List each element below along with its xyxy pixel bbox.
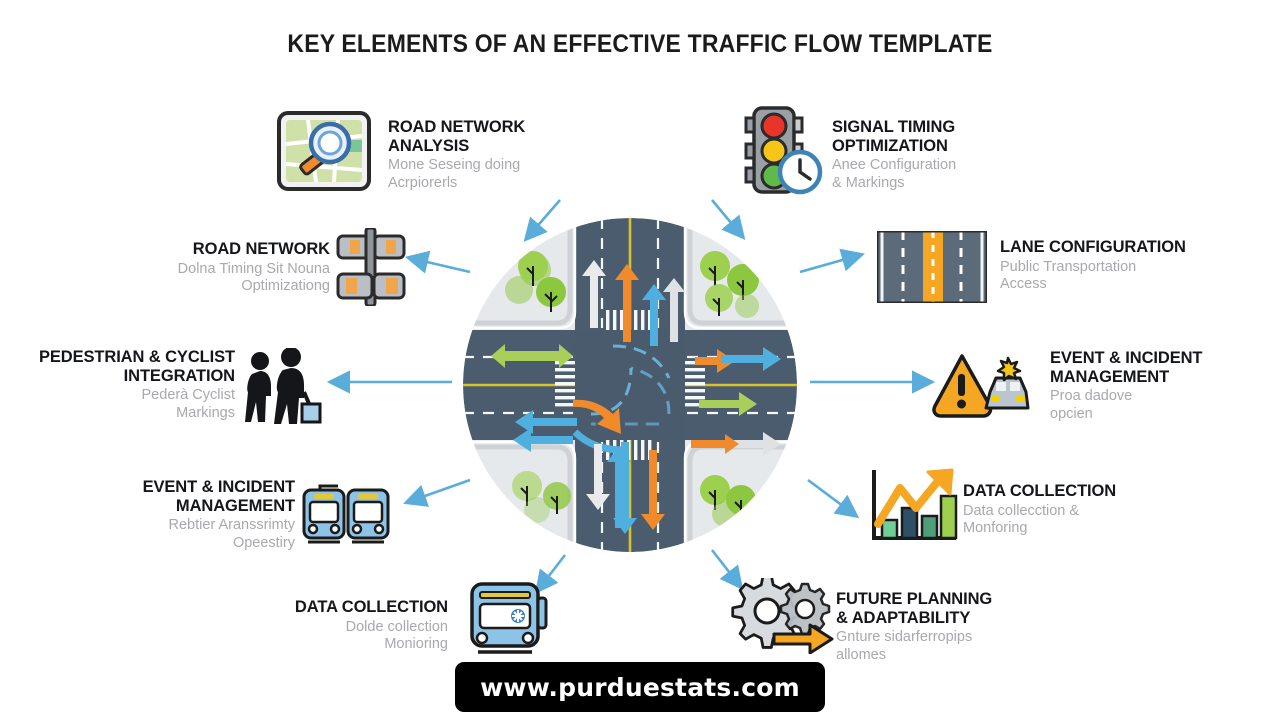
item-subtitle: Anee Configuration & Markings — [832, 157, 957, 191]
map-magnifier-icon — [276, 110, 372, 192]
item-heading: SIGNAL TIMING OPTIMIZATION — [832, 118, 956, 155]
road-barrier-icon — [334, 228, 408, 306]
item-subtitle: Pederà Cyclist Markings — [141, 387, 235, 421]
item-lane-configuration: LANE CONFIGURATION Public Transportation… — [1000, 238, 1200, 293]
bar-chart-trend-icon — [866, 466, 960, 546]
watermark-badge: www.purduestats.com — [455, 662, 825, 712]
traffic-light-clock-icon — [732, 104, 824, 198]
watermark-text: www.purduestats.com — [480, 672, 800, 702]
page-title: KEY ELEMENTS OF AN EFFECTIVE TRAFFIC FLO… — [287, 30, 993, 58]
item-subtitle: Gnture sidarferropips allomes — [836, 629, 973, 663]
item-heading: ROAD NETWORK — [192, 240, 330, 258]
item-road-network-analysis: ROAD NETWORK ANALYSIS Mone Seseing doing… — [388, 118, 568, 192]
item-event-incident-management-right: EVENT & INCIDENT MANAGEMENT Proa dadove … — [1050, 349, 1235, 423]
item-heading: PEDESTRIAN & CYCLIST INTEGRATION — [38, 348, 235, 385]
item-subtitle: Public Transportation Access — [1000, 258, 1137, 293]
item-subtitle: Dolde collection Monioring — [345, 618, 448, 653]
item-heading: EVENT & INCIDENT MANAGEMENT — [1050, 349, 1203, 386]
gear-arrow-icon — [730, 578, 836, 654]
item-heading: DATA COLLECTION — [963, 482, 1117, 500]
item-subtitle: Proa dadove opcien — [1050, 388, 1133, 422]
item-data-collection-bottom: DATA COLLECTION Dolde collection Moniori… — [240, 598, 448, 653]
item-heading: ROAD NETWORK ANALYSIS — [388, 118, 526, 155]
item-heading: DATA COLLECTION — [294, 598, 448, 616]
item-subtitle: Dolna Timing Sit Nouna Optimizationg — [177, 260, 330, 295]
item-subtitle: Mone Seseing doing Acrpiorerls — [388, 157, 521, 191]
item-subtitle: Rebtier Aranssrimty Opeestiry — [168, 517, 295, 551]
item-data-collection-right: DATA COLLECTION Data collecction & Monfo… — [963, 482, 1163, 537]
item-signal-timing-optimization: SIGNAL TIMING OPTIMIZATION Dolna Timing … — [832, 118, 1022, 192]
warning-police-car-icon — [928, 352, 1030, 418]
tram-transit-icon — [300, 482, 392, 548]
item-future-planning-adaptability: FUTURE PLANNING & ADAPTABILITY Gnture si… — [836, 590, 1031, 664]
item-heading: EVENT & INCIDENT MANAGEMENT — [142, 478, 296, 515]
item-pedestrian-cyclist-integration: PEDESTRIAN & CYCLIST INTEGRATION Pederà … — [30, 348, 235, 422]
lane-road-icon — [877, 231, 987, 303]
bus-icon — [466, 578, 550, 662]
pedestrians-icon — [238, 348, 322, 424]
item-heading: LANE CONFIGURATION — [1000, 238, 1186, 256]
item-road-network: ROAD NETWORK Dolna Timing Sit Nouna Opti… — [120, 240, 330, 295]
item-heading: FUTURE PLANNING & ADAPTABILITY — [836, 590, 993, 627]
item-subtitle: Data collecction & Monforing — [963, 502, 1080, 537]
item-event-incident-management-left: EVENT & INCIDENT MANAGEMENT Rebtier Aran… — [90, 478, 296, 552]
